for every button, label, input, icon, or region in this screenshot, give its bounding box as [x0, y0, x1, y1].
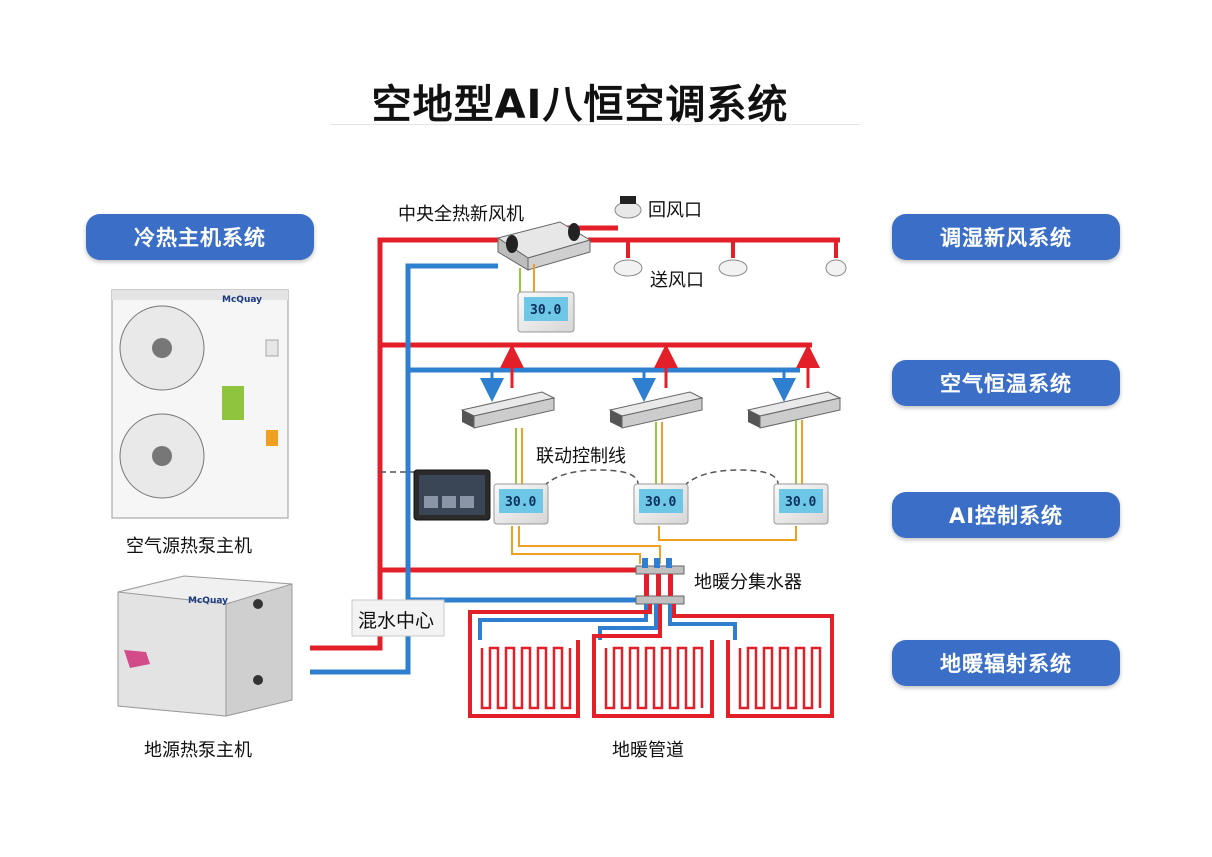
thermostat-reading: 30.0 30.0 30.0 30.0: [505, 303, 816, 510]
fresh-air-unit-icon: [496, 221, 592, 271]
system-pill-cooling-heating: 冷热主机系统: [86, 214, 314, 260]
label-mixing-center: 混水中心: [358, 610, 435, 632]
floor-pipe-coils: [480, 646, 822, 710]
label-return-vent: 回风口: [648, 200, 702, 221]
title-underline: [330, 124, 860, 125]
return-vent-icon: [614, 196, 642, 219]
label-linkage-line: 联动控制线: [536, 446, 626, 467]
manifold-icon: [635, 558, 685, 605]
fan-coil-arrows: [480, 344, 820, 402]
svg-text:30.0: 30.0: [645, 495, 676, 510]
svg-text:McQuay: McQuay: [188, 596, 228, 606]
fan-coil-units: [460, 391, 842, 429]
supply-vent-icon: [613, 259, 847, 277]
ai-control-panel-icon: [413, 469, 491, 521]
label-supply-vent: 送风口: [650, 270, 704, 291]
svg-text:McQuay: McQuay: [222, 295, 262, 305]
control-wires: [511, 420, 803, 564]
air-source-heat-pump-icon: McQuay: [111, 289, 289, 519]
thermostat-icon: [493, 291, 829, 525]
system-pill-floor-radiant: 地暖辐射系统: [892, 640, 1120, 686]
floor-pipes-red: [468, 604, 834, 718]
vent-drops: [626, 240, 838, 258]
label-ground-source-pump: 地源热泵主机: [144, 740, 252, 761]
mixing-center-box: [351, 599, 445, 637]
system-pill-air-constant-temp: 空气恒温系统: [892, 360, 1120, 406]
svg-text:30.0: 30.0: [505, 495, 536, 510]
label-fresh-air-unit: 中央全热新风机: [398, 204, 524, 225]
system-pill-ai-control: AI控制系统: [892, 492, 1120, 538]
system-pill-dehumid-fresh-air: 调湿新风系统: [892, 214, 1120, 260]
label-floor-pipes: 地暖管道: [612, 740, 684, 761]
ground-source-heat-pump-icon: McQuay: [117, 575, 293, 717]
svg-text:30.0: 30.0: [530, 303, 561, 318]
svg-text:30.0: 30.0: [785, 495, 816, 510]
label-manifold: 地暖分集水器: [694, 572, 802, 593]
page-title: 空地型AI八恒空调系统: [371, 82, 789, 128]
label-air-source-pump: 空气源热泵主机: [126, 536, 252, 557]
